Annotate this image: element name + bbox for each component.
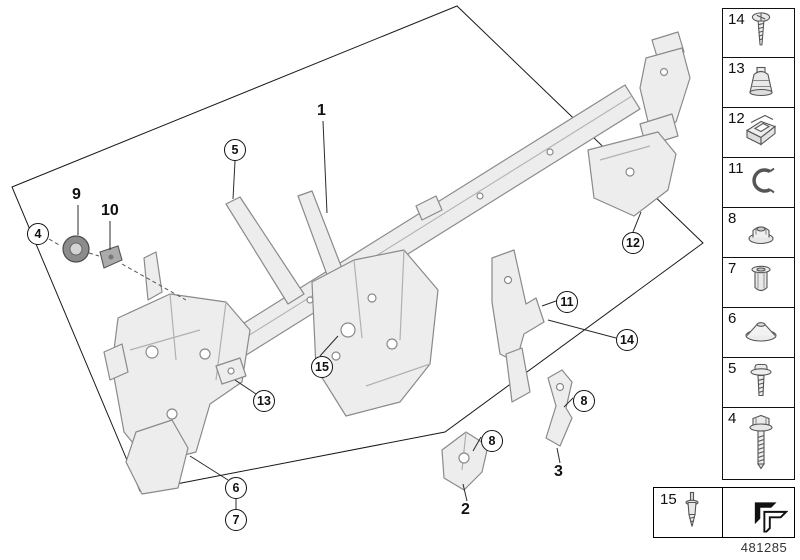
callout-13[interactable]: 13 xyxy=(253,390,275,412)
part-number: 12 xyxy=(728,110,745,127)
callout-1[interactable]: 1 xyxy=(317,102,326,119)
callout-8b[interactable]: 8 xyxy=(481,430,503,452)
sidebar-part-15[interactable]: 15 xyxy=(653,487,723,538)
part-number: 6 xyxy=(728,310,737,327)
callout-3[interactable]: 3 xyxy=(554,463,563,480)
leader-lines xyxy=(77,120,642,509)
callout-12[interactable]: 12 xyxy=(622,232,644,254)
callout-8a[interactable]: 8 xyxy=(573,390,595,412)
sidebar-part-12[interactable]: 12 xyxy=(722,108,795,158)
callout-11[interactable]: 11 xyxy=(556,291,578,313)
part-number: 15 xyxy=(660,491,677,508)
cone-washer-icon xyxy=(741,315,781,352)
part-number: 5 xyxy=(728,360,737,377)
expansion-rivet-icon xyxy=(743,261,779,306)
plastic-nut-icon xyxy=(743,61,779,106)
direction-arrow-box xyxy=(722,487,795,538)
callout-9[interactable]: 9 xyxy=(72,186,81,203)
callout-7[interactable]: 7 xyxy=(225,509,247,531)
washer-screw-icon xyxy=(743,360,779,407)
pin-screw-icon xyxy=(674,489,710,538)
spring-clip-icon xyxy=(743,163,779,204)
callout-14[interactable]: 14 xyxy=(616,329,638,351)
sidebar-part-4[interactable]: 4 xyxy=(722,408,795,480)
sidebar-part-14[interactable]: 14 xyxy=(722,8,795,58)
carrier-beam-drawing xyxy=(103,31,691,495)
callout-2[interactable]: 2 xyxy=(461,501,470,518)
sidebar-part-6[interactable]: 6 xyxy=(722,308,795,358)
direction-arrow-icon xyxy=(738,489,789,538)
hex-bolt-icon xyxy=(743,410,779,479)
sidebar-part-5[interactable]: 5 xyxy=(722,358,795,408)
clip-part xyxy=(99,245,123,269)
cage-nut-icon xyxy=(741,111,781,156)
assembly-axis-lines xyxy=(48,238,187,301)
callout-15[interactable]: 15 xyxy=(311,356,333,378)
part-number: 14 xyxy=(728,11,745,28)
part-number: 11 xyxy=(728,160,744,177)
tapping-screw-icon xyxy=(743,10,779,57)
sidebar-part-7[interactable]: 7 xyxy=(722,258,795,308)
callout-5[interactable]: 5 xyxy=(224,139,246,161)
callout-4[interactable]: 4 xyxy=(27,223,49,245)
fastener-sidebar: 14 13 12 xyxy=(722,8,795,480)
callout-6[interactable]: 6 xyxy=(225,477,247,499)
part-number: 4 xyxy=(728,410,737,427)
part-number: 7 xyxy=(728,260,737,277)
sidebar-part-8[interactable]: 8 xyxy=(722,208,795,258)
flange-nut-icon xyxy=(743,211,779,256)
diagram-frame xyxy=(11,5,704,492)
sidebar-part-13[interactable]: 13 xyxy=(722,58,795,108)
diagram-number: 481285 xyxy=(740,540,788,555)
part-number: 13 xyxy=(728,60,745,77)
grommet-part xyxy=(62,235,90,263)
callout-10[interactable]: 10 xyxy=(101,202,119,219)
part-number: 8 xyxy=(728,210,737,227)
sidebar-part-11[interactable]: 11 xyxy=(722,158,795,208)
